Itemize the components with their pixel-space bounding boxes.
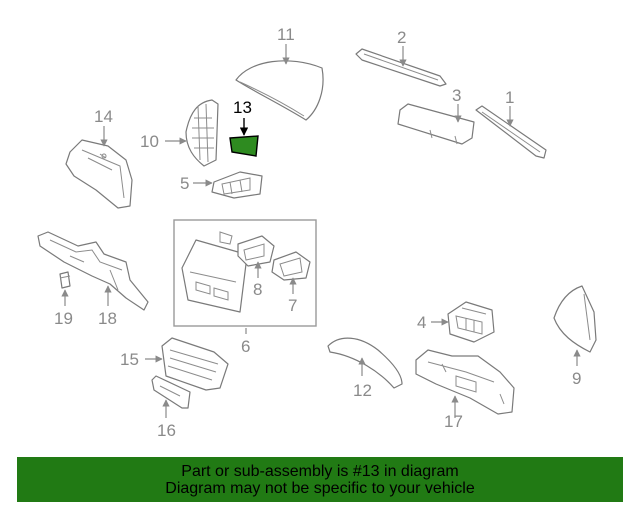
callout-6: 6 — [241, 337, 250, 356]
callout-12: 12 — [353, 381, 372, 400]
callout-3: 3 — [452, 86, 461, 105]
part-14-side-housing[interactable] — [65, 139, 133, 209]
callout-11: 11 — [277, 25, 295, 44]
callout-17: 17 — [444, 412, 463, 431]
part-4-vent-housing[interactable] — [447, 301, 495, 343]
callout-9: 9 — [572, 369, 581, 388]
part-6-bracket[interactable] — [181, 231, 247, 313]
callout-10: 10 — [140, 132, 159, 151]
part-2-trim-strip[interactable] — [355, 48, 447, 87]
part-15-grille[interactable] — [161, 337, 229, 391]
callout-1: 1 — [505, 88, 514, 107]
callout-15: 15 — [120, 350, 139, 369]
part-1-pillar-trim[interactable] — [475, 105, 547, 159]
parts-diagram: 11 2 3 1 13 10 14 5 — [37, 25, 597, 440]
callout-8: 8 — [253, 280, 262, 299]
part-6-group-box — [173, 219, 317, 327]
part-13-highlighted[interactable] — [229, 135, 259, 157]
callout-19: 19 — [54, 309, 73, 328]
callout-2: 2 — [397, 28, 406, 47]
part-18-console-base[interactable] — [37, 231, 149, 311]
banner-line-2: Diagram may not be specific to your vehi… — [165, 479, 475, 497]
banner-line-1: Part or sub-assembly is #13 in diagram — [181, 462, 459, 480]
callout-5: 5 — [180, 174, 189, 193]
callout-16: 16 — [157, 421, 176, 440]
callout-18: 18 — [98, 309, 117, 328]
part-8-vent[interactable] — [237, 235, 275, 267]
part-10-side-panel[interactable] — [185, 99, 219, 167]
part-19-clip[interactable] — [59, 271, 71, 289]
callout-14: 14 — [94, 107, 113, 126]
part-17-lower-panel[interactable] — [415, 349, 515, 415]
callout-4: 4 — [417, 313, 426, 332]
part-11-dash-cover[interactable] — [235, 60, 324, 121]
part-3-panel[interactable] — [397, 103, 475, 145]
callout-13: 13 — [233, 98, 252, 117]
part-7-vent[interactable] — [271, 251, 311, 281]
part-5-vent[interactable] — [211, 171, 263, 199]
info-banner: Part or sub-assembly is #13 in diagram D… — [17, 457, 623, 502]
part-16-strip[interactable] — [151, 375, 191, 409]
part-9-side-cover[interactable] — [553, 285, 597, 353]
callout-7: 7 — [288, 296, 297, 315]
